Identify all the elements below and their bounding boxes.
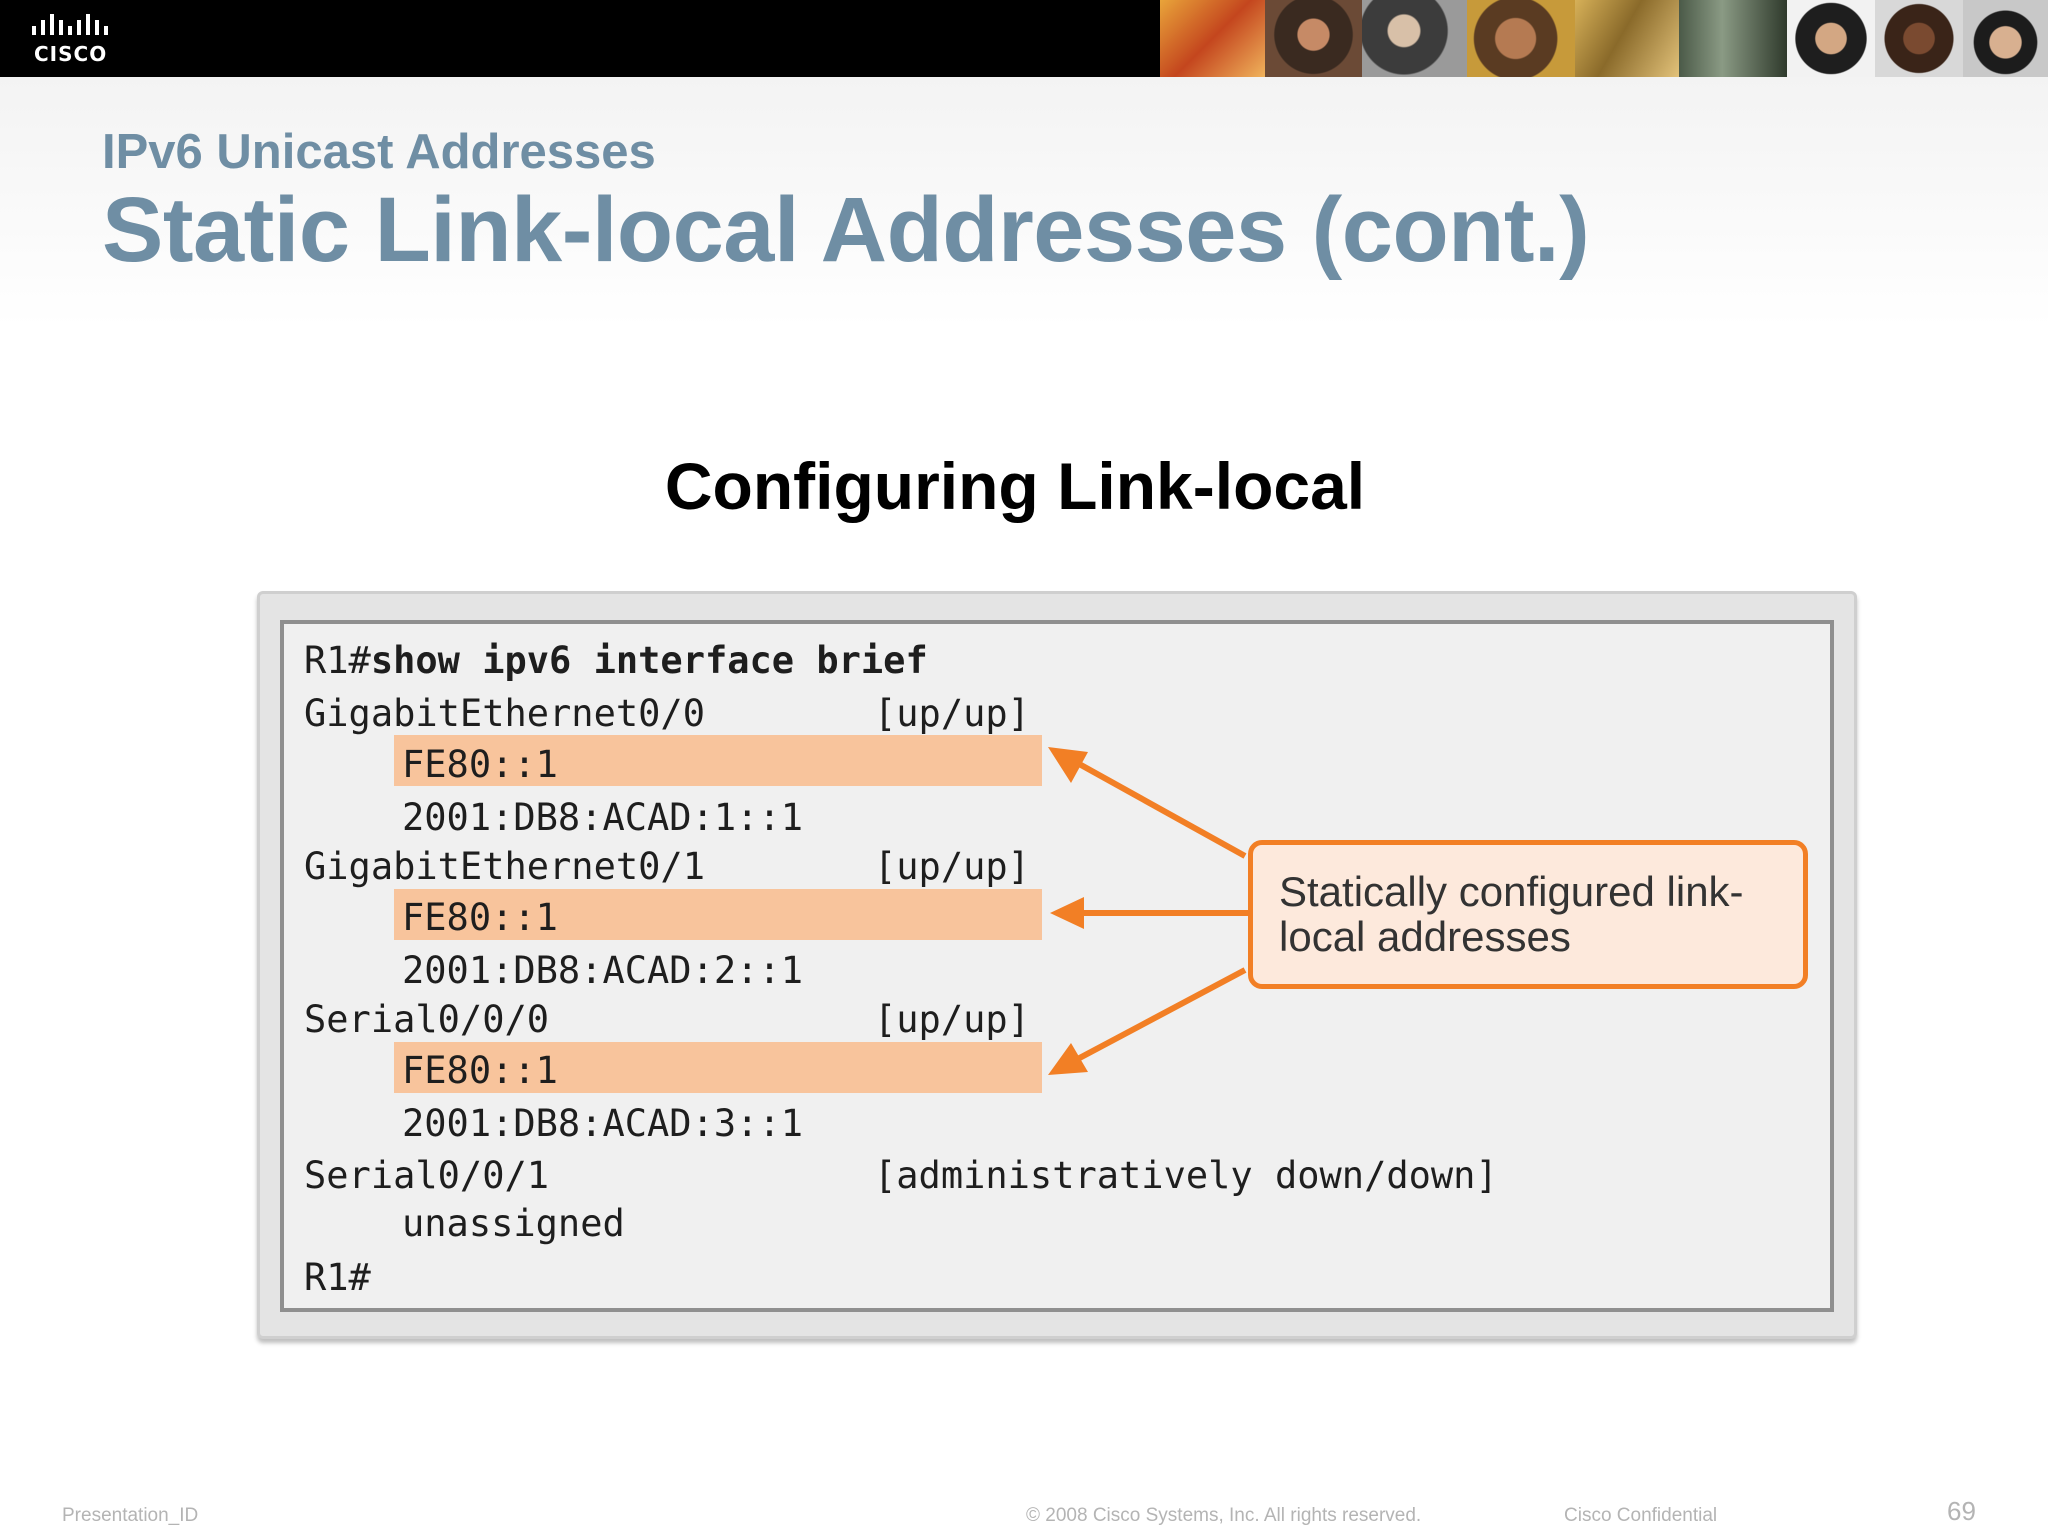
- banner-photo: [1787, 0, 1875, 77]
- callout-text-line: local addresses: [1279, 913, 1571, 960]
- arrow-icon: [1048, 747, 1247, 859]
- cli-command: show ipv6 interface brief: [370, 639, 928, 682]
- link-local-address: FE80::1: [402, 1049, 558, 1092]
- callout-text-line: Statically configured link-: [1279, 868, 1744, 915]
- banner-photo: [1679, 0, 1787, 77]
- interface-name: Serial0/0/1: [304, 1154, 550, 1197]
- link-local-address: FE80::1: [402, 743, 558, 786]
- page-number: 69: [1947, 1496, 1976, 1526]
- banner-photo: [1467, 0, 1575, 77]
- interface-status: [administratively down/down]: [874, 1154, 1498, 1197]
- cisco-bridge-bars-icon: [32, 14, 108, 35]
- interface-name: Serial0/0/0: [304, 998, 550, 1041]
- interface-name: GigabitEthernet0/0: [304, 692, 705, 735]
- interface-status: [up/up]: [874, 998, 1030, 1041]
- global-unicast-address: 2001:DB8:ACAD:2::1: [402, 949, 803, 992]
- interface-status: [up/up]: [874, 692, 1030, 735]
- cisco-logo: CISCO: [30, 14, 120, 66]
- banner-photo: [1875, 0, 1963, 77]
- link-local-highlight: [394, 889, 1042, 940]
- banner-photo: [1265, 0, 1362, 77]
- header-background: [0, 77, 2048, 327]
- link-local-address: FE80::1: [402, 896, 558, 939]
- unassigned-address: unassigned: [402, 1202, 625, 1245]
- slide-title: Static Link-local Addresses (cont.): [102, 179, 1590, 281]
- command-line: R1#show ipv6 interface brief: [304, 639, 928, 683]
- banner-photo-strip: [1160, 0, 2048, 77]
- top-banner: CISCO: [0, 0, 2048, 77]
- link-local-highlight: [394, 1042, 1042, 1093]
- figure-title: Configuring Link-local: [664, 449, 1366, 523]
- banner-photo: [1963, 0, 2048, 77]
- banner-photo: [1362, 0, 1467, 77]
- copyright-notice: © 2008 Cisco Systems, Inc. All rights re…: [1026, 1505, 1422, 1526]
- callout-arrows: [1048, 747, 1250, 1075]
- logo-wordmark: CISCO: [34, 42, 108, 66]
- presentation-id: Presentation_ID: [62, 1505, 199, 1526]
- banner-photo: [1575, 0, 1679, 77]
- global-unicast-address: 2001:DB8:ACAD:3::1: [402, 1102, 803, 1145]
- interface-name: GigabitEthernet0/1: [304, 845, 705, 888]
- confidential-label: Cisco Confidential: [1564, 1505, 1718, 1526]
- cli-prompt: R1#: [304, 639, 371, 682]
- link-local-highlight: [394, 735, 1042, 786]
- callout-box: Statically configured link- local addres…: [1248, 840, 1808, 989]
- global-unicast-address: 2001:DB8:ACAD:1::1: [402, 796, 803, 839]
- interface-status: [up/up]: [874, 845, 1030, 888]
- banner-photo: [1160, 0, 1265, 77]
- slide-subtitle: IPv6 Unicast Addresses: [102, 125, 656, 179]
- final-prompt: R1#: [304, 1256, 371, 1299]
- arrow-icon: [1050, 897, 1250, 929]
- arrow-icon: [1048, 967, 1247, 1075]
